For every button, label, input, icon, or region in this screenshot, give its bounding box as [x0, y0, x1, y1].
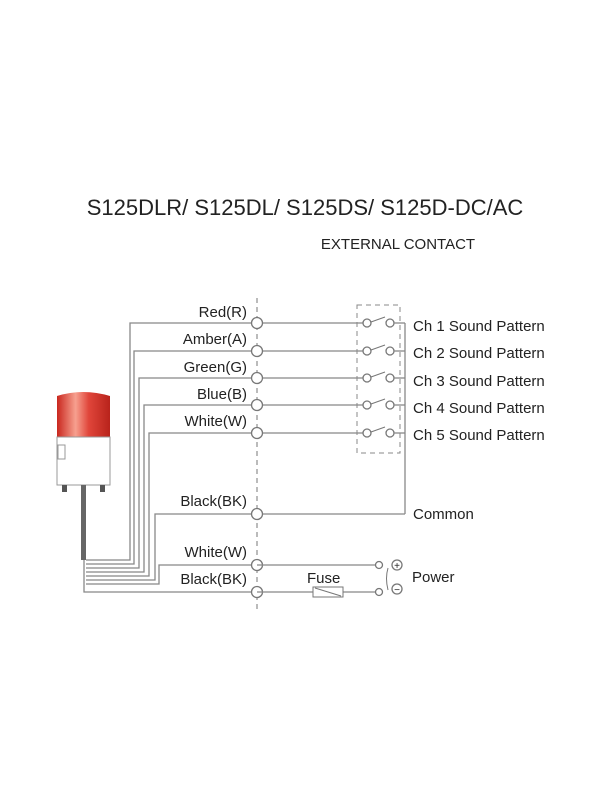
- wire: [86, 513, 257, 581]
- channel-label-3: Ch 3 Sound Pattern: [413, 373, 545, 390]
- svg-text:+: +: [394, 561, 400, 572]
- wire-labels: Red(R) Amber(A) Green(G) Blue(B) White(W…: [180, 304, 247, 588]
- terminal: [250, 398, 264, 412]
- switch-contact: [385, 373, 395, 383]
- minus-icon: [391, 583, 403, 595]
- signal-lamp: [56, 392, 111, 560]
- wire: [86, 322, 257, 561]
- switch-contact: [362, 346, 372, 356]
- lamp-cable: [81, 485, 86, 560]
- svg-text:−: −: [394, 585, 400, 596]
- switch-contact: [362, 318, 372, 328]
- terminal: [250, 371, 264, 385]
- diagram-subtitle: EXTERNAL CONTACT: [321, 236, 475, 253]
- channel-label-5: Ch 5 Sound Pattern: [413, 427, 545, 444]
- switch-contact: [362, 373, 372, 383]
- switch-contact: [362, 400, 372, 410]
- switch-contact: [385, 346, 395, 356]
- switch-contact: [362, 428, 372, 438]
- common-label: Common: [413, 506, 474, 523]
- external-contact-box: [356, 304, 401, 454]
- channel-label-1: Ch 1 Sound Pattern: [413, 318, 545, 335]
- wire-label-red: Red(R): [199, 304, 247, 321]
- lamp-base: [56, 436, 111, 486]
- switch-contact: [385, 400, 395, 410]
- wire-group: [83, 316, 405, 599]
- switch-blade: [370, 344, 386, 351]
- wire: [86, 432, 257, 577]
- wire-label-blue: Blue(B): [197, 386, 247, 403]
- wire: [86, 564, 257, 585]
- switch-blade: [370, 316, 386, 323]
- wire-label-common: Black(BK): [180, 493, 247, 510]
- terminal: [250, 507, 264, 521]
- wire: [86, 404, 257, 573]
- terminal: [250, 316, 264, 330]
- wire-label-green: Green(G): [184, 359, 247, 376]
- channel-label-2: Ch 2 Sound Pattern: [413, 345, 545, 362]
- wire-label-amber: Amber(A): [183, 331, 247, 348]
- lamp-dome: [57, 392, 110, 437]
- terminal: [250, 344, 264, 358]
- fuse-label: Fuse: [307, 570, 340, 587]
- terminal: [250, 426, 264, 440]
- switch-contact: [385, 428, 395, 438]
- channel-labels: Ch 1 Sound Pattern Ch 2 Sound Pattern Ch…: [413, 318, 545, 523]
- channel-label-4: Ch 4 Sound Pattern: [413, 400, 545, 417]
- switch-blade: [370, 371, 386, 378]
- switch-blade: [370, 426, 386, 433]
- power-label: Power: [412, 569, 455, 586]
- switch-blade: [370, 398, 386, 405]
- switch-contact: [385, 318, 395, 328]
- wire: [86, 350, 257, 565]
- wire-label-white: White(W): [185, 413, 248, 430]
- wire: [86, 377, 257, 569]
- plus-icon: [391, 559, 403, 571]
- wire-label-power-white: White(W): [185, 544, 248, 561]
- diagram-title: S125DLR/ S125DL/ S125DS/ S125D-DC/AC: [87, 195, 524, 220]
- wire: [83, 560, 257, 593]
- power-section: Fuse + − Power: [257, 559, 455, 598]
- wire-label-power-black: Black(BK): [180, 571, 247, 588]
